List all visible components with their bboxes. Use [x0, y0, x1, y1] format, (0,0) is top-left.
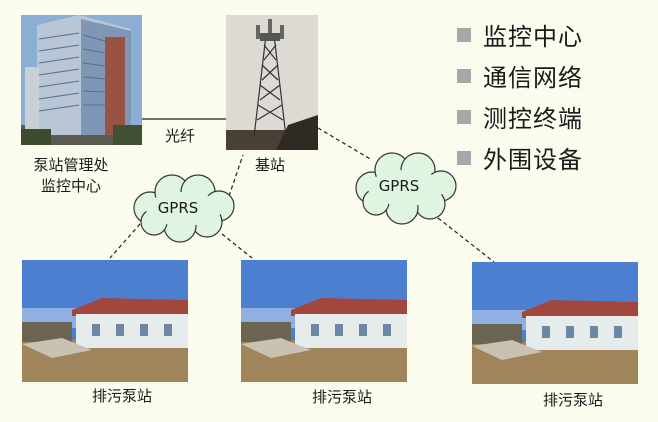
legend-bullet-square: [457, 68, 471, 83]
pump-station-image-3: [472, 262, 638, 384]
legend-item-control-terminal: 测控终端: [457, 96, 583, 137]
gprs-link-right-upper: [317, 127, 373, 161]
pump-station-image-1: [22, 260, 188, 382]
legend-item-monitoring-center: 监控中心: [457, 14, 583, 55]
gprs-label-right: GPRS: [378, 177, 420, 195]
legend: 监控中心 通信网络 测控终端 外围设备: [457, 14, 583, 178]
gprs-link-right-lower: [437, 217, 495, 263]
base-station-tower-image: [226, 15, 318, 150]
legend-item-label: 通信网络: [483, 64, 583, 92]
legend-item-comm-network: 通信网络: [457, 55, 583, 96]
pump-station-caption-2: 排污泵站: [311, 388, 372, 406]
base-station-caption: 基站: [254, 156, 285, 174]
legend-bullet-square: [457, 109, 471, 124]
pump-station-image-2: [241, 260, 407, 382]
pump-station-caption-3: 排污泵站: [542, 391, 603, 409]
gprs-label-left: GPRS: [157, 199, 199, 217]
legend-item-label: 监控中心: [483, 23, 583, 51]
pump-station-caption-1: 排污泵站: [91, 387, 152, 405]
gprs-link-left-upper: [228, 154, 244, 197]
legend-item-peripherals: 外围设备: [457, 137, 583, 178]
legend-item-label: 外围设备: [483, 146, 583, 174]
gprs-link-mid-lower: [221, 233, 253, 259]
control-center-building-image: [21, 15, 142, 145]
control-center-caption: 泵站管理处 监控中心: [16, 155, 126, 197]
control-center-caption-line2: 监控中心: [40, 177, 101, 195]
fiber-label: 光纤: [164, 127, 195, 145]
legend-item-label: 测控终端: [483, 105, 583, 133]
gprs-link-left-lower: [109, 223, 141, 259]
legend-bullet-square: [457, 150, 471, 165]
legend-bullet-square: [457, 27, 471, 42]
control-center-caption-line1: 泵站管理处: [33, 156, 109, 174]
